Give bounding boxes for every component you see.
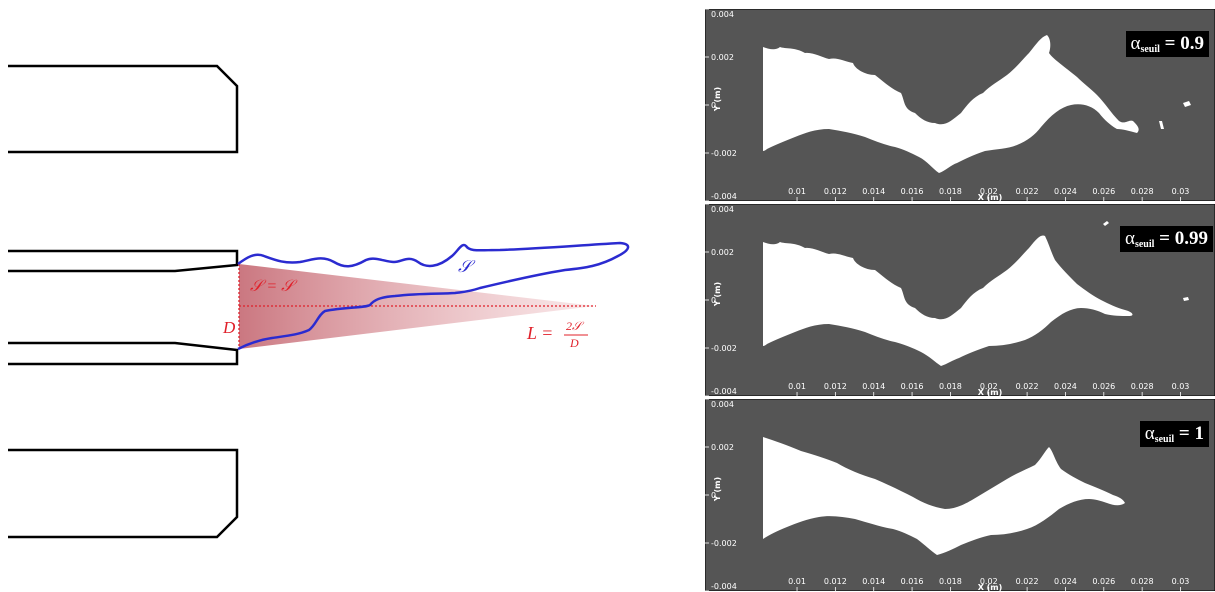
x-tick-label: 0.014 (862, 577, 885, 586)
liquid-fraction-panel-3: 0.01 0.012 0.014 0.016 0.018 0.02 0.022 0.024 0.… (705, 399, 1215, 591)
jet-outline (237, 241, 630, 351)
panel-2-x-axis-label: X (m) (978, 388, 1003, 396)
x-tick-label: 0.01 (788, 577, 806, 586)
x-tick-label: 0.03 (1172, 382, 1190, 391)
alpha-subscript: seuil (1154, 434, 1175, 445)
threshold-value: 1 (1194, 423, 1205, 444)
panel-1-droplet (1183, 101, 1191, 107)
y-tick-label: -0.004 (711, 192, 737, 201)
x-tick-label: 0.028 (1131, 577, 1154, 586)
y-tick-label: 0.004 (711, 400, 734, 409)
panel-2-plot: 0.01 0.012 0.014 0.016 0.018 0.02 0.022 0.024 0.… (705, 204, 1215, 396)
x-tick-label: 0.014 (862, 382, 885, 391)
y-tick-label: 0 (711, 101, 716, 110)
threshold-value: 0.9 (1180, 33, 1204, 54)
panel-3-plot: 0.01 0.012 0.014 0.016 0.018 0.02 0.022 0.024 0.… (705, 399, 1215, 591)
upper-channel-wall (8, 249, 239, 273)
nozzle-jet-schematic: 𝒮 𝒮 = 𝒮 D L = 2𝒮 D (8, 64, 630, 539)
panel-1-threshold-badge: αseuil = 0.9 (1125, 31, 1209, 57)
x-tick-label: 0.02 (980, 382, 998, 391)
y-tick-label: 0.002 (711, 248, 734, 257)
y-tick-label: -0.004 (711, 582, 737, 591)
panel-3-y-axis-label: Y (m) (713, 477, 722, 502)
length-label-denominator: D (569, 336, 579, 350)
panel-2-droplet-2 (1103, 221, 1109, 226)
panel-3-x-axis-label: X (m) (978, 583, 1003, 591)
alpha-symbol: α (1125, 228, 1135, 249)
x-tick-label: 0.016 (901, 577, 924, 586)
upper-nozzle-block (8, 64, 239, 154)
alpha-subscript: seuil (1140, 44, 1160, 55)
liquid-fraction-panel-2: 0.01 0.012 0.014 0.016 0.018 0.02 0.022 0.024 0.… (705, 204, 1215, 396)
x-tick-label: 0.018 (939, 577, 962, 586)
alpha-subscript: seuil (1134, 239, 1155, 250)
x-tick-label: 0.016 (901, 187, 924, 196)
liquid-fraction-panel-1: 0.01 0.012 0.014 0.016 0.018 0.02 0.022 0.024 0.… (705, 9, 1215, 201)
x-tick-label: 0.026 (1092, 187, 1115, 196)
surface-label: 𝒮 (458, 257, 476, 276)
length-label: L = (526, 323, 553, 343)
panel-1-x-axis-label: X (m) (978, 193, 1003, 201)
panel-3-threshold-badge: αseuil = 1 (1139, 421, 1209, 447)
diameter-label: D (222, 318, 236, 337)
x-tick-label: 0.026 (1092, 382, 1115, 391)
y-tick-label: 0.002 (711, 443, 734, 452)
x-tick-label: 0.026 (1092, 577, 1115, 586)
x-tick-label: 0.018 (939, 382, 962, 391)
x-tick-label: 0.024 (1054, 187, 1077, 196)
x-tick-label: 0.022 (1016, 382, 1039, 391)
panel-1-droplet-2 (1159, 121, 1164, 129)
x-tick-label: 0.012 (824, 382, 847, 391)
x-tick-label: 0.01 (788, 382, 806, 391)
x-tick-label: 0.028 (1131, 187, 1154, 196)
x-tick-label: 0.02 (980, 187, 998, 196)
y-tick-label: 0.004 (711, 10, 734, 19)
x-tick-label: 0.03 (1172, 577, 1190, 586)
x-tick-label: 0.016 (901, 382, 924, 391)
y-tick-label: -0.002 (711, 344, 737, 353)
alpha-symbol: α (1130, 33, 1141, 54)
x-tick-label: 0.024 (1054, 382, 1077, 391)
lower-channel-wall (8, 341, 239, 366)
x-tick-label: 0.03 (1172, 187, 1190, 196)
y-tick-label: -0.004 (711, 387, 737, 396)
x-tick-label: 0.014 (862, 187, 885, 196)
x-tick-label: 0.022 (1016, 187, 1039, 196)
panel-3-jet (763, 437, 1125, 555)
panel-2-threshold-badge: αseuil = 0.99 (1120, 226, 1213, 252)
length-label-numerator: 2𝒮 (566, 319, 585, 333)
panel-2-droplet (1183, 297, 1189, 301)
y-tick-label: 0 (711, 491, 716, 500)
x-tick-label: 0.022 (1016, 577, 1039, 586)
x-tick-label: 0.018 (939, 187, 962, 196)
y-tick-label: 0 (711, 296, 716, 305)
y-tick-label: -0.002 (711, 539, 737, 548)
x-tick-label: 0.028 (1131, 382, 1154, 391)
x-tick-label: 0.012 (824, 577, 847, 586)
panel-1-y-axis-label: Y (m) (713, 87, 722, 112)
x-tick-label: 0.01 (788, 187, 806, 196)
panel-2-jet (763, 235, 1133, 366)
panel-2-y-axis-label: Y (m) (713, 282, 722, 307)
x-tick-label: 0.02 (980, 577, 998, 586)
x-tick-label: 0.012 (824, 187, 847, 196)
area-equality-label: 𝒮 = 𝒮 (250, 278, 298, 295)
y-tick-label: 0.004 (711, 205, 734, 214)
x-tick-label: 0.024 (1054, 577, 1077, 586)
y-tick-label: -0.002 (711, 149, 737, 158)
panel-1-jet (763, 35, 1139, 173)
lower-nozzle-block (8, 448, 239, 539)
alpha-symbol: α (1144, 423, 1155, 444)
threshold-value: 0.99 (1174, 228, 1208, 249)
y-tick-label: 0.002 (711, 53, 734, 62)
